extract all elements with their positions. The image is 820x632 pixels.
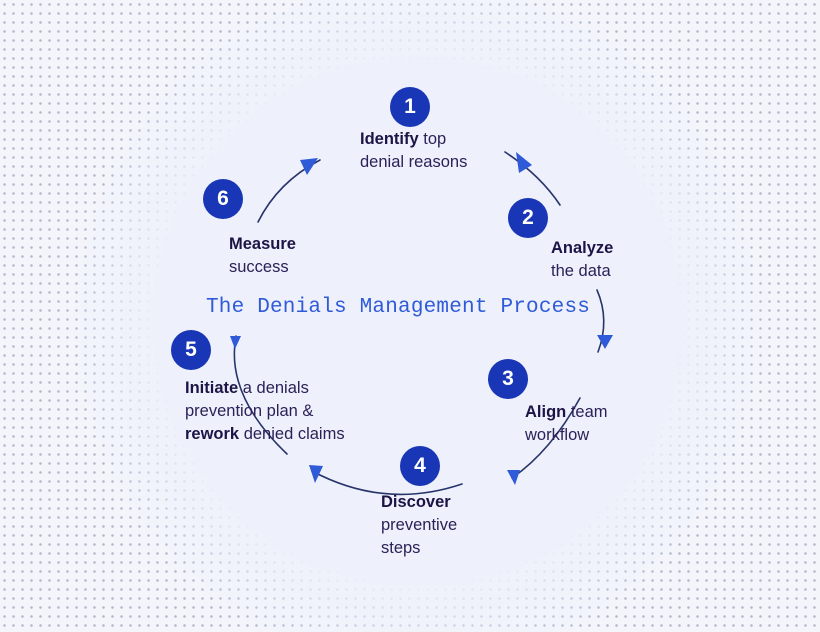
arrowhead-6 <box>300 158 318 175</box>
arrowhead-5 <box>230 336 241 349</box>
step-3-badge: 3 <box>488 359 528 399</box>
step-5-keyword-2: rework <box>185 425 240 443</box>
arrowhead-4 <box>309 465 323 483</box>
diagram-title: The Denials Management Process <box>206 296 591 319</box>
step-6-badge: 6 <box>203 179 243 219</box>
arc-1-to-2 <box>504 151 561 206</box>
step-5-line1: a denials <box>238 379 309 397</box>
arc-2-to-3 <box>596 289 605 353</box>
arrowhead-3 <box>507 470 520 485</box>
step-2-badge: 2 <box>508 198 548 238</box>
step-5-label: Initiate a denials prevention plan & rew… <box>185 377 345 446</box>
step-4-line2: preventive <box>381 516 458 534</box>
step-5-badge: 5 <box>171 330 211 370</box>
step-3-line1: team <box>566 403 608 421</box>
step-2-keyword: Analyze <box>551 239 614 257</box>
step-4-line3: steps <box>381 539 421 557</box>
step-3-label: Align team workflow <box>525 401 608 447</box>
step-1-line2: denial reasons <box>360 153 468 171</box>
step-1-keyword: Identify <box>360 130 419 148</box>
arc-4-to-5 <box>311 470 463 496</box>
step-4-label: Discover preventive steps <box>381 491 457 560</box>
step-3-line2: workflow <box>525 426 590 444</box>
arc-6-to-1 <box>257 159 321 223</box>
step-2-label: Analyze the data <box>551 237 613 283</box>
step-5-keyword: Initiate <box>185 379 239 397</box>
arc-5-to-6 <box>233 335 288 455</box>
step-1-badge: 1 <box>390 87 430 127</box>
step-5-line2: prevention plan & <box>185 402 314 420</box>
step-5-line3: denied claims <box>239 425 345 443</box>
step-1-line1: top <box>418 130 447 148</box>
step-6-label: Measure success <box>229 233 296 279</box>
step-6-line2: success <box>229 258 289 276</box>
arrowhead-1 <box>516 152 532 173</box>
step-6-keyword: Measure <box>229 235 296 253</box>
step-4-badge: 4 <box>400 446 440 486</box>
arrowhead-2 <box>597 335 613 349</box>
step-1-label: Identify top denial reasons <box>360 128 467 174</box>
step-3-keyword: Align <box>525 403 567 421</box>
step-2-line2: the data <box>551 262 611 280</box>
step-4-keyword: Discover <box>381 493 451 511</box>
arc-3-to-4 <box>511 397 581 479</box>
